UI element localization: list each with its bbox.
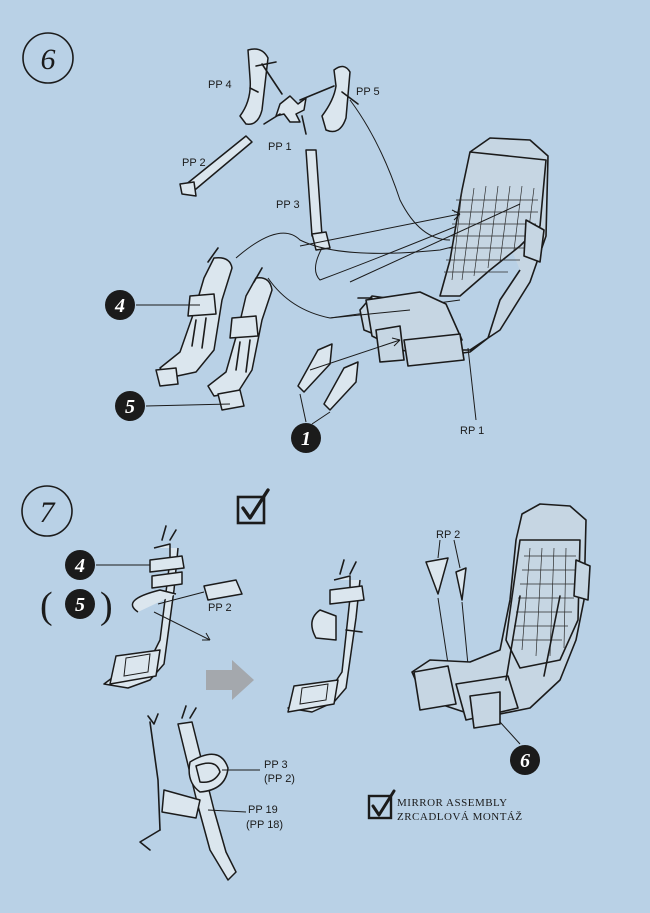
arrow-to-seat-a xyxy=(299,213,461,247)
harness-left xyxy=(155,247,233,387)
leader-pp19-step7 xyxy=(207,809,247,813)
step-7-number: 7 xyxy=(40,496,57,529)
arrow-strap-route xyxy=(153,611,211,641)
harness-right xyxy=(207,267,273,411)
callout-4-step6: 4 xyxy=(105,290,200,320)
part-pp2-step7 xyxy=(203,579,243,601)
label-pp5: PP 5 xyxy=(356,86,380,98)
mirror-assembly-note: MIRROR ASSEMBLY ZRCADLOVÁ MONTÁŽ xyxy=(367,789,523,823)
svg-text:5: 5 xyxy=(75,594,85,616)
step-6-number: 6 xyxy=(41,43,56,76)
callout-1-step6: 1 xyxy=(291,393,331,453)
arrow-lever-to-seat xyxy=(309,339,401,371)
step-7-number-badge: 7 xyxy=(21,485,73,537)
svg-text:1: 1 xyxy=(301,428,311,450)
svg-text:4: 4 xyxy=(74,555,85,577)
leader-rp2 xyxy=(437,539,461,569)
label-pp2-step7: PP 2 xyxy=(208,602,232,614)
label-pp19-step7: PP 19 xyxy=(248,804,278,816)
svg-text:6: 6 xyxy=(520,750,530,772)
arrow-pp3-to-pp1 xyxy=(301,115,307,135)
label-pp2: PP 2 xyxy=(182,157,206,169)
label-pp4: PP 4 xyxy=(208,79,232,91)
part-pp3 xyxy=(305,149,331,251)
callout-5-step7: ( 5 ) xyxy=(40,585,113,627)
paren-close: ) xyxy=(100,585,113,627)
leader-rp1 xyxy=(467,347,477,421)
step-6: 6 PP 4 PP 5 PP 1 PP 2 xyxy=(22,32,549,453)
leader-pp5-to-seat xyxy=(349,99,451,241)
part-rp2 xyxy=(425,557,467,601)
label-rp2: RP 2 xyxy=(436,529,460,541)
strap-assembly-before xyxy=(103,525,185,689)
checkbox-checked-icon xyxy=(367,789,396,820)
callout-4-step7: 4 xyxy=(65,550,152,580)
label-rp1: RP 1 xyxy=(460,425,484,437)
part-pp2 xyxy=(179,135,253,197)
callout-5-step6: 5 xyxy=(115,391,231,421)
part-pp5 xyxy=(321,65,359,133)
callout-6-step7: 6 xyxy=(499,721,540,775)
label-pp1: PP 1 xyxy=(268,141,292,153)
arrow-to-seat-c xyxy=(329,309,411,319)
label-pp3-step7: PP 3 xyxy=(264,759,288,771)
step-6-number-badge: 6 xyxy=(22,32,74,84)
ejection-seat-step6 xyxy=(357,137,549,367)
arrow-pp2-step7 xyxy=(157,591,205,605)
svg-text:5: 5 xyxy=(125,396,135,418)
seat-mesh-step6 xyxy=(444,185,538,281)
strap-assembly-after xyxy=(287,559,365,713)
arrow-to-seat-b xyxy=(349,203,521,283)
step-7: 7 4 ( 5 ) xyxy=(21,485,591,881)
svg-text:4: 4 xyxy=(114,295,125,317)
label-pp18-alt-step7: (PP 18) xyxy=(246,819,283,831)
label-pp3: PP 3 xyxy=(276,199,300,211)
mirror-assembly-text-cz: ZRCADLOVÁ MONTÁŽ xyxy=(397,811,523,823)
paren-open: ( xyxy=(40,585,53,627)
part-pp4 xyxy=(239,48,277,125)
seat-mesh-step7 xyxy=(512,547,576,657)
arrow-pp4-to-pp1 xyxy=(261,63,283,95)
arrow-right-icon xyxy=(206,660,254,700)
leader-harness-lower xyxy=(267,277,461,319)
arrow-pp2-to-pp1 xyxy=(263,113,281,125)
ejection-seat-step7 xyxy=(411,503,591,729)
label-pp2-alt-step7: (PP 2) xyxy=(264,773,295,785)
strap-detail xyxy=(139,705,237,881)
leader-harness-to-seat xyxy=(235,229,521,259)
mirror-assembly-text: MIRROR ASSEMBLY xyxy=(397,797,508,809)
part-levers-1 xyxy=(297,343,359,411)
checkbox-checked-icon xyxy=(236,488,270,525)
arrow-pp5-to-pp1 xyxy=(299,85,335,101)
part-pp1 xyxy=(275,95,307,123)
